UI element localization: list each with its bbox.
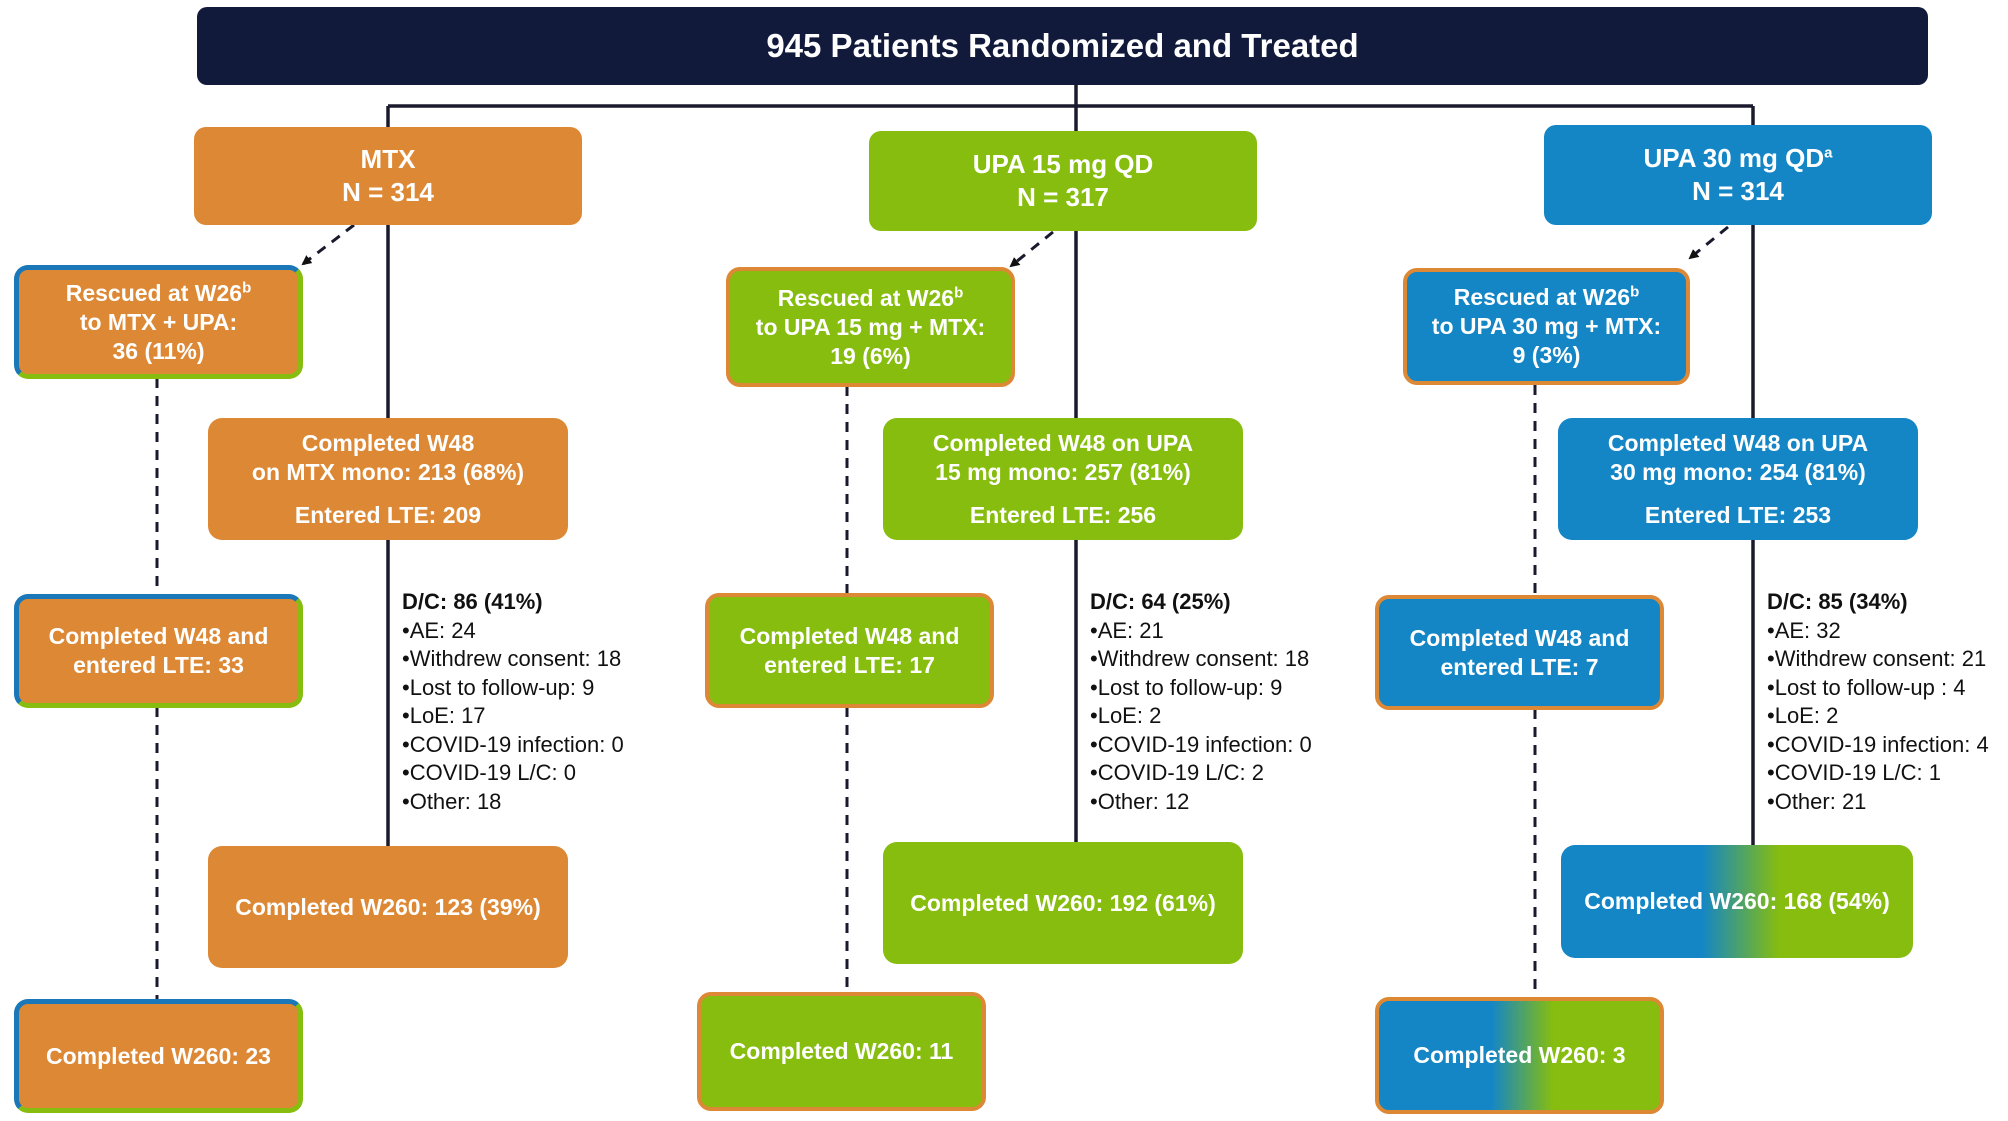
- upa30-dc-item: •COVID-19 L/C: 1: [1767, 760, 1941, 785]
- mtx-completed-w260-box: Completed W260: 123 (39%): [208, 846, 568, 968]
- mtx-rescue-arrow: [301, 223, 355, 266]
- upa30-rescue-w260-box: Completed W260: 3: [1375, 997, 1664, 1114]
- mtx-dc-item: •LoE: 17: [402, 703, 486, 728]
- mtx-rescue-w48-line1: Completed W48 and: [48, 623, 269, 649]
- upa30-discontinuation-list: D/C: 85 (34%) •AE: 32 •Withdrew consent:…: [1767, 588, 1989, 816]
- upa30-dc-item: •Withdrew consent: 21: [1767, 646, 1987, 671]
- mtx-arm-n: N = 314: [342, 177, 434, 207]
- upa30-dc-item: •AE: 32: [1767, 617, 1841, 643]
- mtx-w48-line2: on MTX mono: 213 (68%): [251, 458, 525, 485]
- upa15-rescue-arrow: [1009, 230, 1054, 268]
- upa30-completed-w260-box: Completed W260: 168 (54%): [1561, 845, 1913, 958]
- upa30-rescue-w48-line1: Completed W48 and: [1409, 624, 1630, 651]
- mtx-dc-item: •COVID-19 L/C: 0: [402, 760, 576, 785]
- mtx-rescue-w260-box: Completed W260: 23: [14, 999, 303, 1113]
- upa15-arm-box: UPA 15 mg QD N = 317: [869, 131, 1257, 231]
- upa30-rescue-line2: to UPA 30 mg + MTX:: [1431, 313, 1662, 339]
- mtx-rescue-box: Rescued at W26b to MTX + UPA: 36 (11%): [14, 265, 303, 379]
- upa15-dc-item: •LoE: 2: [1090, 703, 1162, 728]
- upa15-rescue-line2: to UPA 15 mg + MTX:: [755, 313, 986, 340]
- upa15-rescue-w260-text: Completed W260: 11: [729, 1038, 954, 1064]
- upa30-arm-n: N = 314: [1692, 176, 1784, 206]
- upa15-rescue-w48-line1: Completed W48 and: [739, 622, 960, 649]
- upa15-completed-w260-box: Completed W260: 192 (61%): [883, 842, 1243, 964]
- upa30-w48-line2: 30 mg mono: 254 (81%): [1610, 458, 1866, 485]
- upa15-rescue-line1: Rescued at W26: [777, 284, 955, 311]
- mtx-rescue-sup: b: [242, 278, 252, 296]
- mtx-dc-item: •COVID-19 infection: 0: [402, 731, 624, 757]
- upa30-w48-line1: Completed W48 on UPA: [1607, 429, 1869, 456]
- upa30-completed-w48-box: Completed W48 on UPA 30 mg mono: 254 (81…: [1558, 418, 1918, 540]
- mtx-discontinuation-list: D/C: 86 (41%) •AE: 24 •Withdrew consent:…: [402, 588, 624, 816]
- upa15-w48-line2: 15 mg mono: 257 (81%): [935, 458, 1191, 485]
- mtx-dc-item: •Withdrew consent: 18: [402, 646, 622, 671]
- upa15-dc-item: •AE: 21: [1090, 617, 1164, 643]
- header-box: 945 Patients Randomized and Treated: [197, 7, 1928, 85]
- mtx-w48-lte: Entered LTE: 209: [294, 501, 482, 528]
- upa30-arm-sup: a: [1824, 144, 1833, 162]
- upa15-dc-item: •COVID-19 infection: 0: [1090, 731, 1312, 757]
- upa15-w48-line1: Completed W48 on UPA: [932, 429, 1194, 456]
- mtx-w48-line1: Completed W48: [301, 429, 475, 456]
- upa30-rescue-w260-text: Completed W260: 3: [1413, 1042, 1626, 1068]
- upa30-dc-head: D/C: 85 (34%): [1767, 589, 1908, 614]
- header-title: 945 Patients Randomized and Treated: [766, 27, 1359, 64]
- mtx-rescue-line2: to MTX + UPA:: [79, 308, 238, 335]
- upa15-rescue-line3: 19 (6%): [830, 342, 911, 369]
- mtx-w260-text: Completed W260: 123 (39%): [235, 893, 541, 920]
- upa30-rescue-w48-line2: entered LTE: 7: [1440, 653, 1599, 680]
- upa15-rescue-sup: b: [954, 283, 964, 301]
- upa30-dc-item: •LoE: 2: [1767, 703, 1839, 728]
- upa30-dc-item: •Other: 21: [1767, 788, 1867, 814]
- upa15-arm-n: N = 317: [1017, 182, 1109, 212]
- mtx-rescue-line1: Rescued at W26: [65, 279, 243, 306]
- mtx-completed-w48-box: Completed W48 on MTX mono: 213 (68%) Ent…: [208, 418, 568, 540]
- upa15-rescue-w48-box: Completed W48 and entered LTE: 17: [705, 593, 994, 708]
- upa15-dc-item: •Withdrew consent: 18: [1090, 646, 1310, 671]
- upa15-rescue-box: Rescued at W26b to UPA 15 mg + MTX: 19 (…: [726, 267, 1015, 387]
- upa30-arm-name: UPA 30 mg QD: [1643, 143, 1825, 173]
- upa30-rescue-line1: Rescued at W26: [1453, 284, 1631, 310]
- upa15-rescue-w48-line2: entered LTE: 17: [764, 651, 935, 678]
- upa15-completed-w48-box: Completed W48 on UPA 15 mg mono: 257 (81…: [883, 418, 1243, 540]
- mtx-dc-item: •AE: 24: [402, 617, 476, 643]
- upa30-arm-box: UPA 30 mg QDa N = 314: [1544, 125, 1932, 225]
- upa30-rescue-line3: 9 (3%): [1512, 342, 1581, 368]
- upa15-dc-item: •Lost to follow-up: 9: [1090, 674, 1283, 700]
- mtx-arm-box: MTX N = 314: [194, 127, 582, 225]
- mtx-dc-head: D/C: 86 (41%): [402, 589, 543, 614]
- upa30-w48-lte: Entered LTE: 253: [1644, 501, 1832, 528]
- upa30-rescue-w48-box: Completed W48 and entered LTE: 7: [1375, 595, 1664, 710]
- mtx-rescue-w48-line2: entered LTE: 33: [73, 652, 244, 678]
- mtx-dc-item: •Other: 18: [402, 788, 502, 814]
- upa15-discontinuation-list: D/C: 64 (25%) •AE: 21 •Withdrew consent:…: [1090, 588, 1312, 816]
- upa15-rescue-w260-box: Completed W260: 11: [697, 992, 986, 1111]
- upa30-dc-item: •Lost to follow-up : 4: [1767, 674, 1966, 700]
- mtx-rescue-w260-text: Completed W260: 23: [46, 1042, 271, 1069]
- upa30-w260-text: Completed W260: 168 (54%): [1584, 888, 1890, 914]
- upa15-dc-head: D/C: 64 (25%): [1090, 589, 1231, 614]
- upa15-dc-item: •Other: 12: [1090, 788, 1190, 814]
- mtx-rescue-w48-box: Completed W48 and entered LTE: 33: [14, 594, 303, 708]
- upa15-w260-text: Completed W260: 192 (61%): [910, 889, 1216, 916]
- upa15-arm-name: UPA 15 mg QD: [972, 149, 1154, 179]
- upa30-rescue-sup: b: [1630, 283, 1640, 301]
- upa30-dc-item: •COVID-19 infection: 4: [1767, 731, 1989, 757]
- upa30-rescue-box: Rescued at W26b to UPA 30 mg + MTX: 9 (3…: [1403, 268, 1690, 385]
- mtx-arm-name: MTX: [360, 144, 416, 174]
- upa30-rescue-arrow: [1688, 225, 1729, 260]
- upa15-w48-lte: Entered LTE: 256: [969, 501, 1157, 528]
- mtx-dc-item: •Lost to follow-up: 9: [402, 674, 595, 700]
- mtx-rescue-line3: 36 (11%): [112, 337, 205, 364]
- upa15-dc-item: •COVID-19 L/C: 2: [1090, 760, 1264, 785]
